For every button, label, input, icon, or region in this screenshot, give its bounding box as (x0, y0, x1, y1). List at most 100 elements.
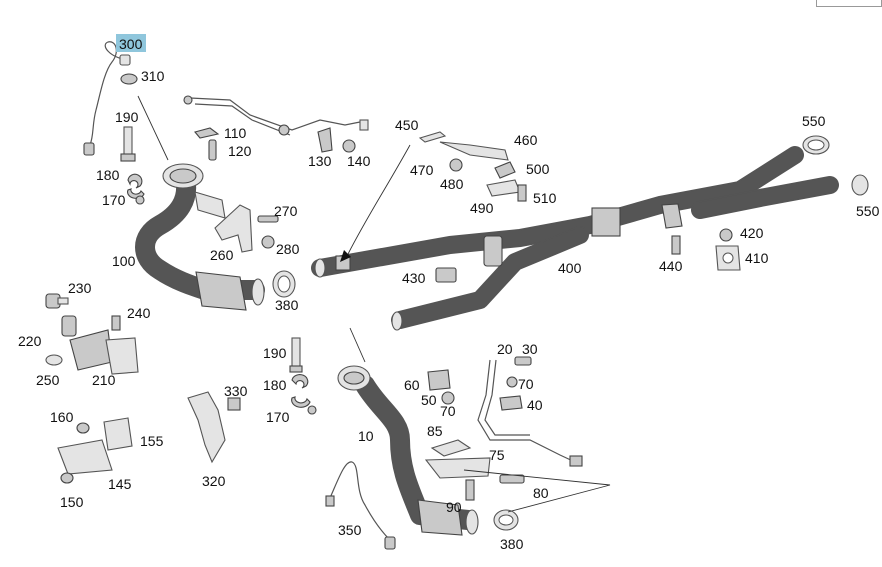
label-310[interactable]: 310 (141, 68, 165, 84)
label-190[interactable]: 190 (115, 109, 139, 125)
part-500-pad[interactable] (494, 161, 516, 179)
part-60-bracket[interactable] (427, 369, 451, 391)
label-180-lower[interactable]: 180 (263, 377, 287, 393)
part-190-bolt-lower[interactable] (289, 337, 303, 373)
part-550-clamp-a[interactable] (802, 135, 830, 155)
part-145-bracket[interactable] (57, 439, 113, 475)
part-40-bracket[interactable] (499, 395, 523, 411)
label-470[interactable]: 470 (410, 162, 434, 178)
label-350[interactable]: 350 (338, 522, 362, 538)
part-250-ring[interactable] (45, 354, 63, 366)
part-170-clamp-lower[interactable] (291, 396, 317, 415)
label-250[interactable]: 250 (36, 372, 60, 388)
label-240[interactable]: 240 (127, 305, 151, 321)
label-490[interactable]: 490 (470, 200, 494, 216)
part-110-line[interactable] (183, 95, 361, 139)
part-140-clip[interactable] (359, 119, 369, 131)
label-50[interactable]: 50 (421, 392, 437, 408)
part-70-fitting-b[interactable] (506, 376, 518, 388)
part-150-bolt[interactable] (60, 472, 74, 484)
part-430-connector[interactable] (435, 267, 457, 283)
label-270[interactable]: 270 (274, 203, 298, 219)
part-20-line[interactable] (477, 359, 583, 467)
label-170-lower[interactable]: 170 (266, 409, 290, 425)
label-220[interactable]: 220 (18, 333, 42, 349)
label-110[interactable]: 110 (224, 125, 247, 141)
label-120[interactable]: 120 (228, 143, 252, 159)
part-160-bolt[interactable] (76, 422, 90, 434)
part-155-bracket[interactable] (103, 417, 133, 451)
part-410-rubber-mount[interactable] (715, 245, 741, 271)
label-155[interactable]: 155 (140, 433, 164, 449)
part-30-fitting[interactable] (514, 356, 532, 366)
label-400[interactable]: 400 (558, 260, 582, 276)
part-310-grommet[interactable] (120, 73, 138, 85)
part-230-sensor[interactable] (45, 293, 69, 309)
part-400-rear-pipe[interactable] (311, 146, 839, 331)
label-130[interactable]: 130 (308, 153, 332, 169)
label-90[interactable]: 90 (446, 499, 462, 515)
label-330[interactable]: 330 (224, 383, 248, 399)
label-380-upper[interactable]: 380 (275, 297, 299, 313)
part-180-clamp-lower[interactable] (291, 374, 309, 389)
part-280-nut[interactable] (261, 235, 275, 249)
part-420-nut[interactable] (719, 228, 733, 242)
label-500[interactable]: 500 (526, 161, 550, 177)
part-330-clip[interactable] (227, 397, 241, 411)
part-510-bolt[interactable] (517, 184, 527, 202)
part-450-bracket[interactable] (418, 131, 447, 143)
label-140[interactable]: 140 (347, 153, 371, 169)
part-350-sensor-cable[interactable] (325, 461, 396, 550)
part-490-bracket[interactable] (486, 179, 521, 197)
label-430[interactable]: 430 (402, 270, 426, 286)
part-300-oxygen-sensor[interactable] (83, 41, 131, 156)
part-240-bolt[interactable] (111, 315, 121, 331)
part-260-bracket[interactable] (214, 204, 253, 253)
part-460-hanger[interactable] (439, 141, 509, 161)
label-20[interactable]: 20 (497, 341, 513, 357)
label-420[interactable]: 420 (740, 225, 764, 241)
label-80[interactable]: 80 (533, 485, 549, 501)
part-190-bolt[interactable] (120, 126, 136, 162)
part-130-bracket[interactable] (317, 127, 333, 153)
label-210[interactable]: 210 (92, 372, 116, 388)
label-75[interactable]: 75 (489, 447, 505, 463)
part-75-bracket[interactable] (424, 457, 491, 479)
part-10-downpipe-catalyst[interactable] (337, 365, 479, 536)
label-440[interactable]: 440 (659, 258, 683, 274)
label-190-lower[interactable]: 190 (263, 345, 287, 361)
part-85-bracket[interactable] (430, 439, 472, 457)
label-60[interactable]: 60 (404, 377, 420, 393)
label-100[interactable]: 100 (112, 253, 136, 269)
label-510[interactable]: 510 (533, 190, 557, 206)
label-160[interactable]: 160 (50, 409, 74, 425)
part-380-clamp-b[interactable] (493, 509, 519, 531)
part-170-clamp[interactable] (127, 188, 145, 205)
label-300[interactable]: 300 (119, 36, 143, 52)
label-40[interactable]: 40 (527, 397, 543, 413)
part-480-nut[interactable] (449, 158, 463, 172)
label-260[interactable]: 260 (210, 247, 234, 263)
part-140-nut[interactable] (342, 139, 356, 153)
label-170[interactable]: 170 (102, 192, 126, 208)
label-145[interactable]: 145 (108, 476, 132, 492)
part-100-front-pipe-catalyst[interactable] (135, 163, 265, 311)
part-180-clamp[interactable] (127, 173, 143, 189)
label-550-right[interactable]: 550 (856, 203, 880, 219)
label-380-lower[interactable]: 380 (500, 536, 524, 552)
part-270-bolt[interactable] (257, 215, 279, 223)
part-400-hanger-bracket[interactable] (661, 203, 683, 229)
label-30[interactable]: 30 (522, 341, 538, 357)
part-550-clamp-b[interactable] (851, 174, 869, 196)
part-210-pressure-sensor[interactable] (69, 329, 139, 375)
label-410[interactable]: 410 (745, 250, 769, 266)
label-180[interactable]: 180 (96, 167, 120, 183)
part-220-sensor-body[interactable] (61, 315, 77, 337)
label-150[interactable]: 150 (60, 494, 84, 510)
label-480[interactable]: 480 (440, 176, 464, 192)
label-450[interactable]: 450 (395, 117, 419, 133)
label-280[interactable]: 280 (276, 241, 300, 257)
label-85[interactable]: 85 (427, 423, 443, 439)
part-70-nut[interactable] (441, 391, 455, 405)
label-550-top[interactable]: 550 (802, 113, 826, 129)
